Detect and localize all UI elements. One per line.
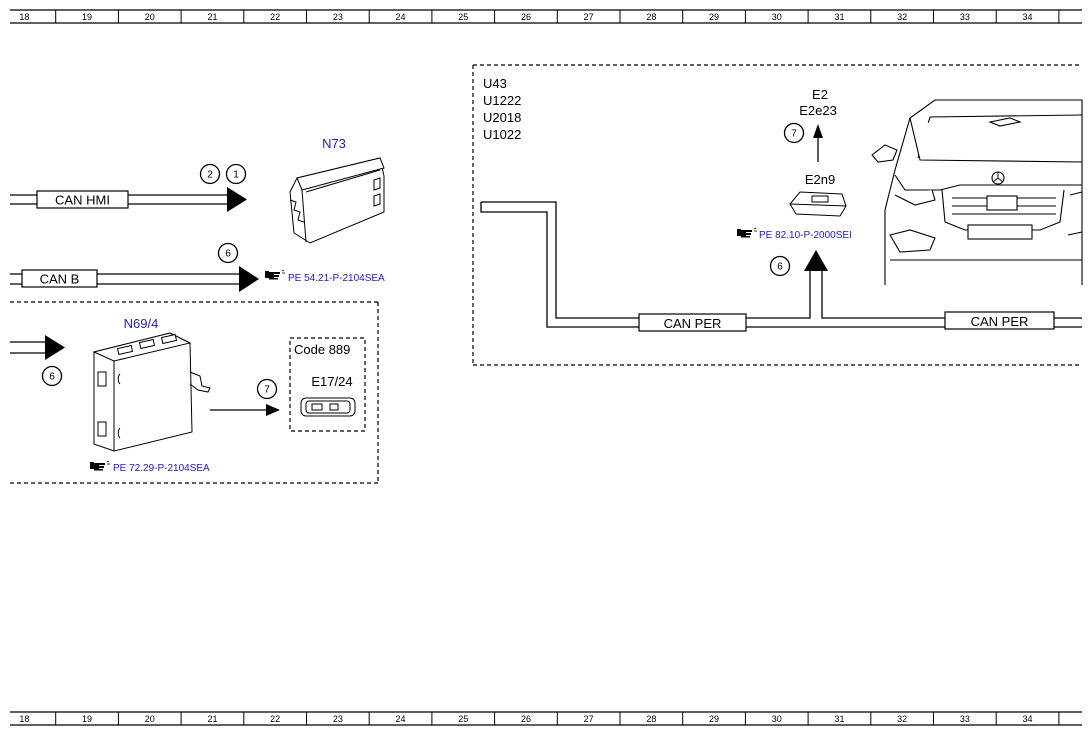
ruler-column-number: 30 [772,714,782,724]
n73-module [289,157,385,244]
can-per-label-1: CAN PER [664,316,722,331]
code-889-box: Code 889 E17/24 [289,337,366,432]
ruler-column-number: 19 [82,12,92,22]
n69-to-e17-arrow: 7 [210,378,280,416]
callout-6-n69: 6 [49,372,55,383]
fault-code: U43 [483,76,507,91]
callout-2: 2 [207,170,213,181]
can-per-bus: CAN PER CAN PER 6 [480,201,1082,332]
ruler-column-number: 28 [646,714,656,724]
ruler-column-number: 20 [145,714,155,724]
can-hmi-line: CAN HMI [10,187,247,212]
ruler-column-number: 27 [584,12,594,22]
can-hmi-label: CAN HMI [55,193,110,208]
callout-6-can-b: 6 [225,249,231,260]
can-per-box-1 [638,313,747,332]
fault-code: U1222 [483,93,521,108]
ruler-column-number: 22 [270,12,280,22]
ruler-column-number: 21 [207,12,217,22]
n69-4-dashed-frame [10,301,379,484]
ruler-column-number: 28 [646,12,656,22]
ref-n69-text: PE 72.29-P-2104SEA [113,463,210,474]
can-b-line: CAN B 6 [10,242,259,292]
can-per-box-2 [944,311,1055,330]
ref-n69[interactable]: PE 72.29-P-2104SEA [90,460,210,474]
can-per-label-2: CAN PER [971,314,1029,329]
pointing-hand-icon [737,227,757,238]
fault-code: U1022 [483,127,521,142]
ruler-column-number: 32 [897,714,907,724]
right-dashed-frame [472,64,1082,366]
ruler-column-number: 18 [19,12,29,22]
car-front-illustration [871,99,1083,285]
e17-24-lamp [300,397,356,417]
code-889-label: Code 889 [294,342,350,357]
ruler-column-number: 26 [521,714,531,724]
ref-n73-text: PE 54.21-P-2104SEA [288,273,385,284]
ruler-column-number: 19 [82,714,92,724]
e2e23-label: E2e23 [799,103,837,118]
ruler-column-number: 33 [960,12,970,22]
ruler-column-number: 33 [960,714,970,724]
can-hmi-box [36,190,129,209]
ruler-column-number: 24 [396,714,406,724]
e2-arrow: 7 E2 E2e23 [783,87,837,162]
ruler-column-number: 20 [145,12,155,22]
ruler-column-number: 29 [709,12,719,22]
ruler-column-number: 23 [333,12,343,22]
ruler-column-number: 29 [709,714,719,724]
ref-e2n9[interactable]: PE 82.10-P-2000SEI [737,227,852,241]
top-ruler: 18 19 20 21 22 23 24 25 26 27 28 29 30 31 32 33 34 [10,9,1082,24]
ruler-column-number: 25 [458,714,468,724]
n73-label: N73 [322,136,346,151]
pointing-hand-icon [90,460,110,471]
pointing-hand-icon [265,269,285,280]
n73-callouts: 2 1 [199,163,247,185]
callout-7-e2: 7 [791,129,797,140]
ruler-column-number: 22 [270,714,280,724]
e2n9-label: E2n9 [805,172,835,187]
ruler-column-number: 34 [1023,12,1033,22]
ref-n73[interactable]: PE 54.21-P-2104SEA [265,269,385,284]
n69-4-label: N69/4 [124,316,159,331]
callout-1: 1 [233,170,239,181]
fault-code: U2018 [483,110,521,125]
callout-7-n69: 7 [264,385,270,396]
n69-input-arrow: 6 [10,335,65,387]
ruler-column-number: 21 [207,714,217,724]
ruler-column-number: 23 [333,714,343,724]
ref-e2n9-text: PE 82.10-P-2000SEI [759,230,852,241]
ruler-column-number: 32 [897,12,907,22]
ruler-column-number: 30 [772,12,782,22]
fault-codes: U43 U1222 U2018 U1022 [483,76,521,142]
can-b-label: CAN B [40,272,80,287]
e2-label: E2 [812,87,828,102]
ruler-column-number: 27 [584,714,594,724]
ruler-column-number: 24 [396,12,406,22]
can-b-box [21,269,98,288]
ruler-column-number: 25 [458,12,468,22]
ruler-column-number: 18 [19,714,29,724]
ruler-column-number: 31 [834,12,844,22]
callout-6-e2n9: 6 [777,262,783,273]
ruler-column-number: 34 [1023,714,1033,724]
ruler-column-number: 26 [521,12,531,22]
ruler-column-number: 31 [834,714,844,724]
bottom-ruler: 18 19 20 21 22 23 24 25 26 27 28 29 30 31 32 33 34 [10,711,1082,726]
e2n9-module [789,191,847,217]
n69-4-module [92,332,211,452]
e17-24-label: E17/24 [311,374,352,389]
